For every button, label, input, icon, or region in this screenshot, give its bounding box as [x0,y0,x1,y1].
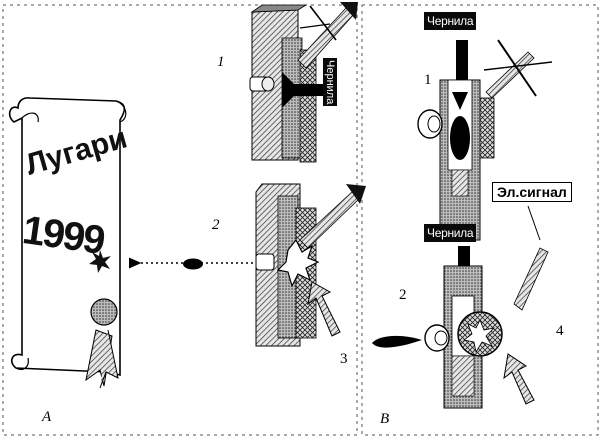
label-right-2: 2 [399,287,407,303]
ink-label-a1: Чернила [323,58,337,107]
label-right-1: 1 [424,72,432,88]
panel-letter-a: A [42,409,52,425]
signal-arrow-a1 [297,2,358,69]
printhead-device-b2 [372,246,503,409]
droplet-trajectory-arrow [128,257,258,270]
label-right-4: 4 [556,323,564,339]
panel-a-frame [2,4,358,436]
panel-letter-b: B [380,411,390,427]
heat-arrow-b4 [503,353,535,405]
scroll-seal-ribbon [85,298,119,389]
label-left-2: 2 [212,217,220,233]
heat-arrow-a3 [307,281,341,337]
crossed-signal-b1 [483,39,553,99]
electric-signal-label: Эл.сигнал [492,182,572,202]
signal-arrow-b2 [513,205,549,311]
panel-b-frame [361,4,599,436]
ink-label-b2: Чернила [424,224,477,242]
signal-arrow-a2 [299,184,366,249]
label-left-3: 3 [340,351,348,367]
label-left-1: 1 [217,54,225,70]
printhead-device-b1 [417,40,495,241]
ink-label-b1: Чернила [424,12,477,30]
printhead-device-a2 [255,183,320,347]
printhead-device-a1 [249,4,326,163]
scroll-star-icon [89,250,111,273]
